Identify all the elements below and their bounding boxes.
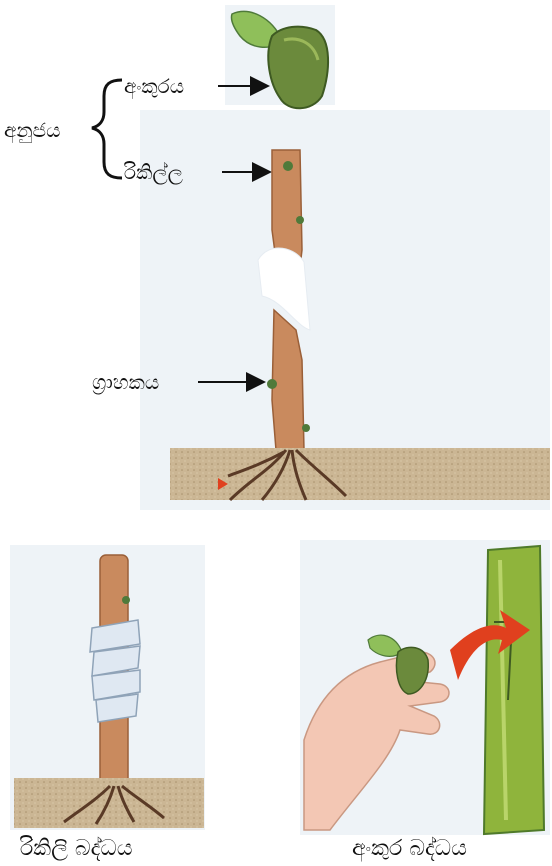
bud-dot-4 [302,424,310,432]
scion-graft-illustration [304,546,544,834]
brace [92,80,122,178]
bud-dot-1 [283,161,293,171]
green-stem [484,546,544,834]
bud-graft-caption: රිකිලි බද්ධය [20,838,133,860]
held-scion-leaf [368,635,402,656]
rootstock-label: ග්‍රාහකය [92,372,159,392]
bud-dot-2 [296,216,304,224]
bud-graft-illustration [14,555,204,828]
scion-label: අංකුරය [124,76,184,96]
bud-label: රිකිල්ල [124,162,183,182]
graft-wrap [258,248,310,330]
scion-illustration [231,12,328,109]
bud-graft-tape [90,620,140,722]
bud-dot-3 [267,379,277,389]
graft-group-label: අනුජය [4,120,60,140]
main-soil [170,448,550,500]
hand [304,652,449,830]
lower-stem [272,310,304,450]
main-stem-illustration [170,150,550,500]
scion-graft-caption: අංකුර බද්ධය [352,838,467,860]
